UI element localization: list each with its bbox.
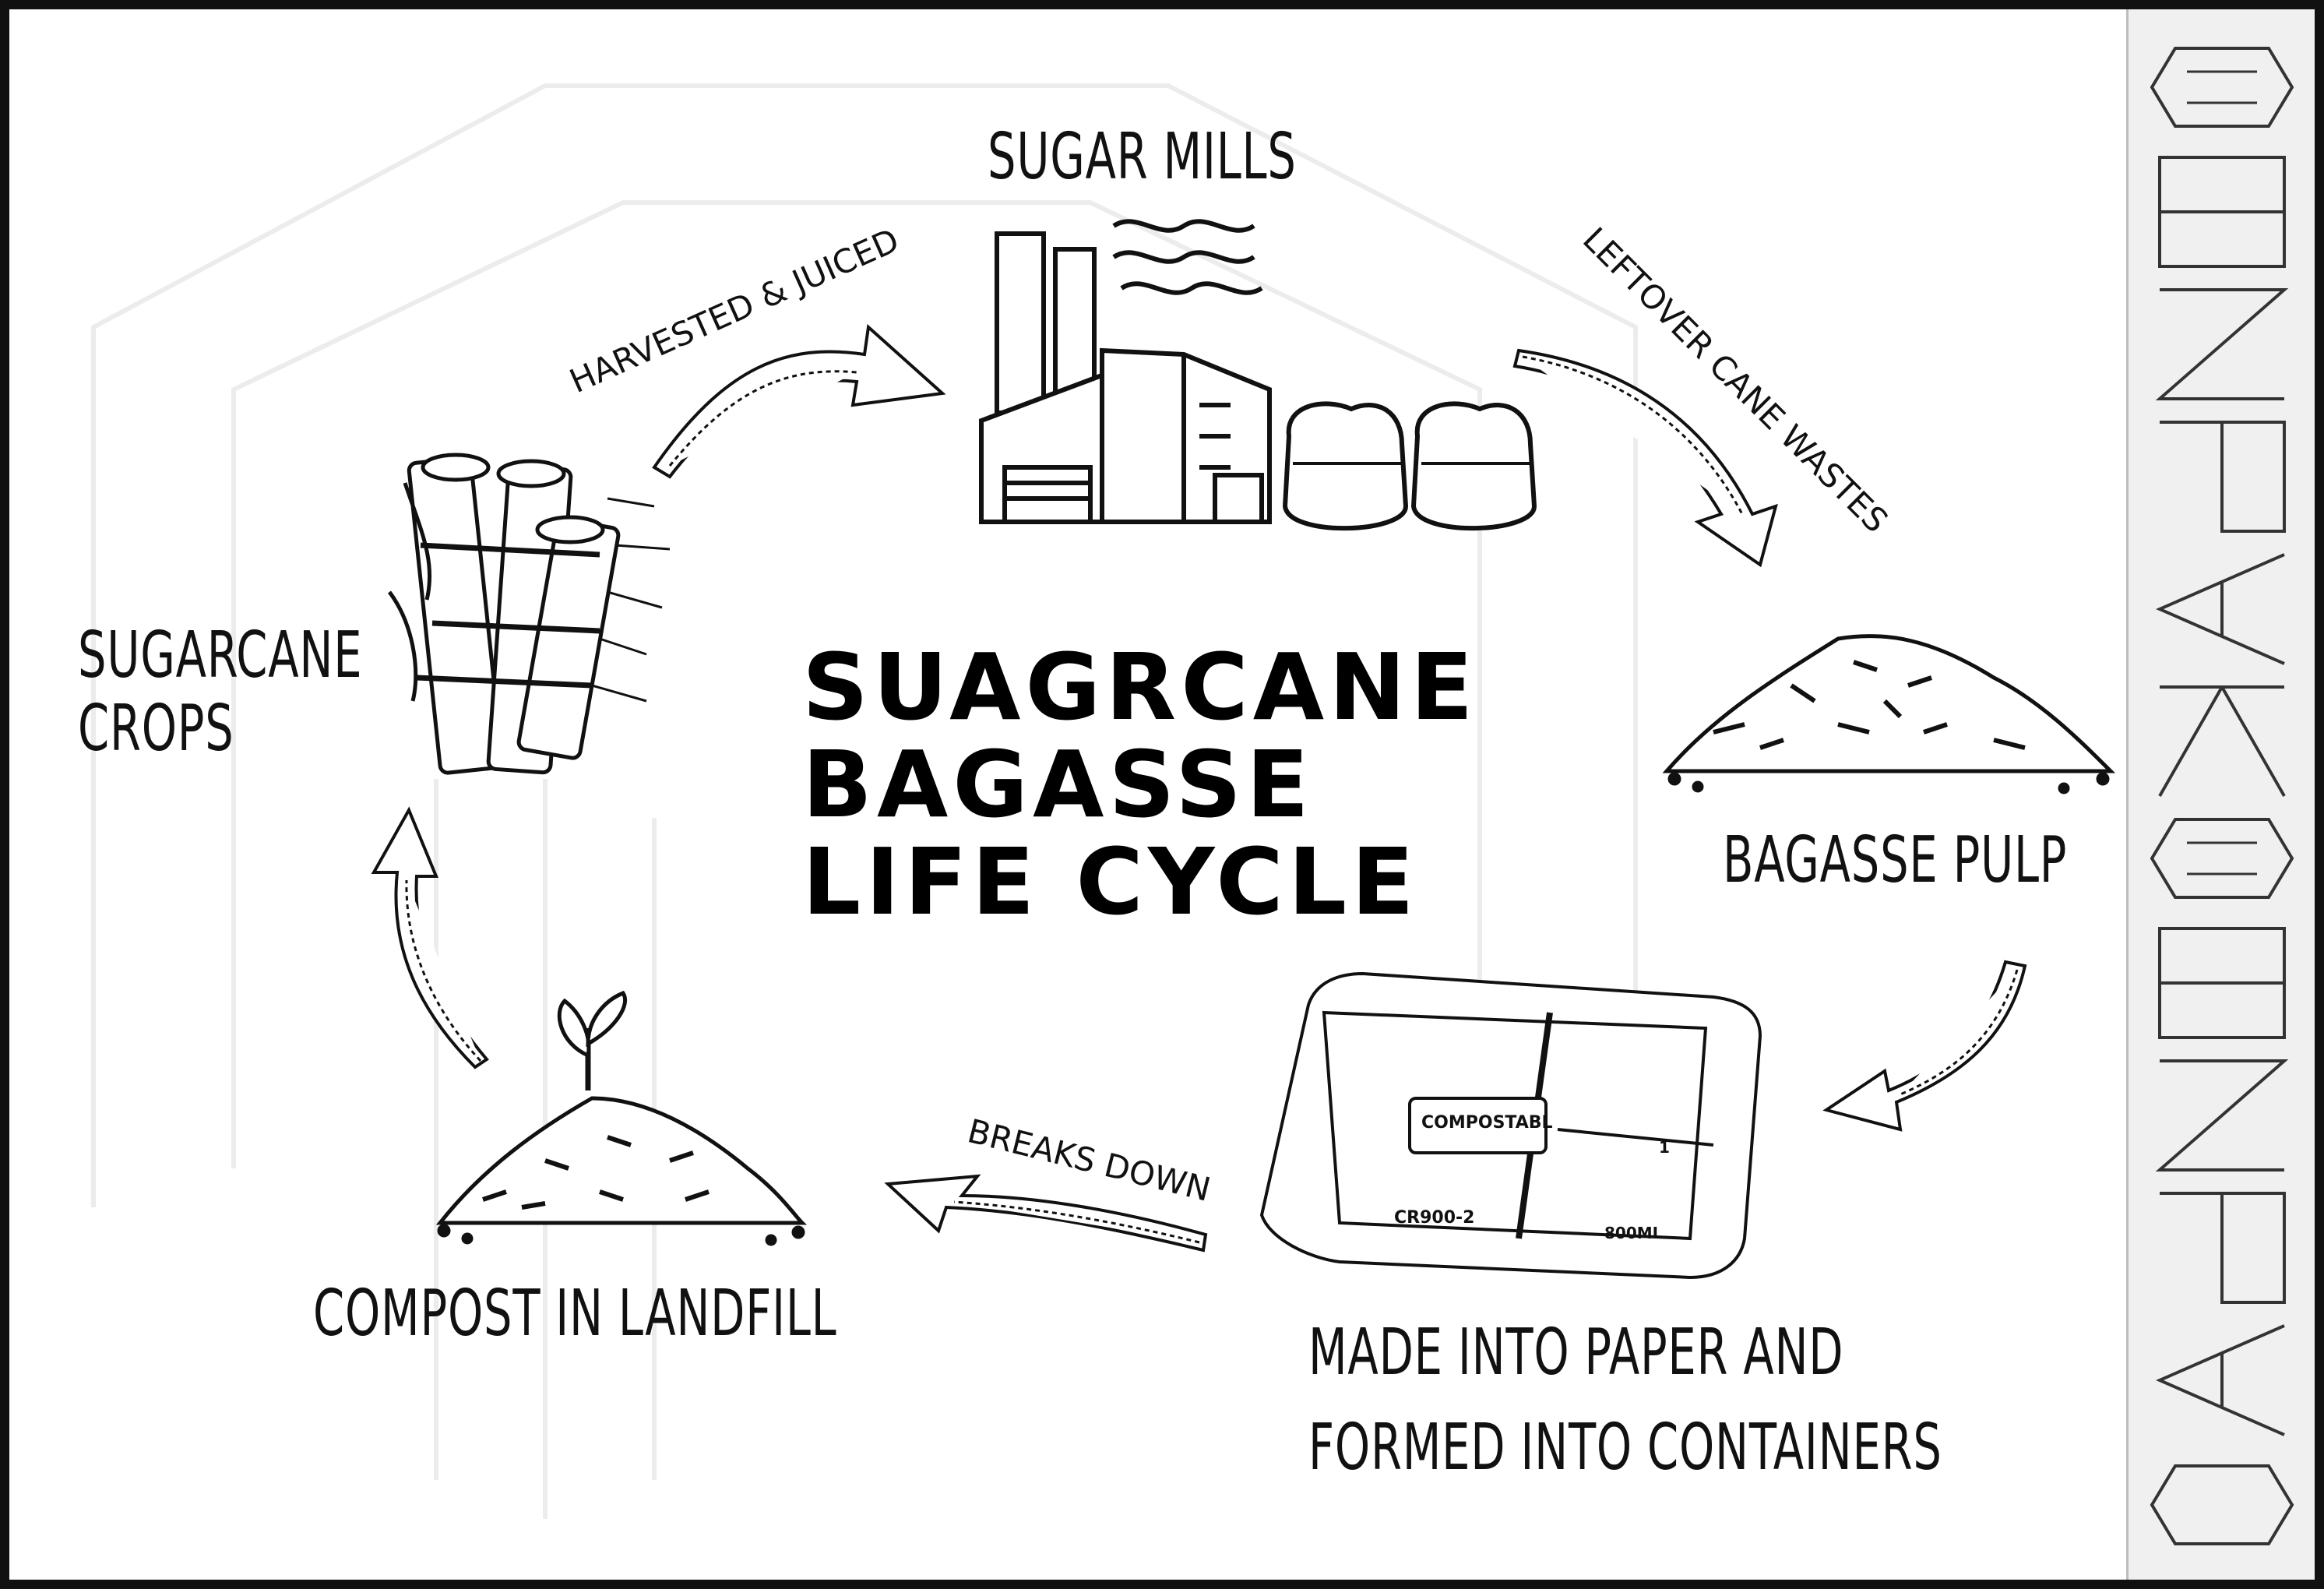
stage-label-line: SUGARCANE	[78, 618, 363, 692]
stage-label-line: MADE INTO PAPER AND	[1308, 1316, 1844, 1390]
container-print-compostable: COMPOSTABL	[1421, 1113, 1553, 1133]
stage-label-compost: COMPOST IN LANDFILL	[313, 1277, 837, 1351]
factory-icon	[979, 219, 1537, 531]
sugarcane-icon	[387, 453, 671, 775]
brand-wordmark	[2155, 927, 2289, 1436]
title-line: BAGASSE	[802, 731, 1314, 839]
container-icon: COMPOSTABL CR900-2 800ML 1	[1259, 971, 1762, 1280]
arrow-leftover	[1512, 348, 1778, 568]
arrow-harvested	[652, 324, 946, 479]
stage-label-containers: MADE INTO PAPER AND FORMED INTO CONTAINE…	[1308, 1316, 1942, 1485]
brand-mark-icon	[2150, 818, 2294, 899]
title-line: SUAGRCANE	[802, 633, 1478, 741]
container-print-number: 1	[1659, 1138, 1670, 1157]
pulp-pile-icon	[1662, 634, 2116, 794]
container-print-model: CR900-2	[1394, 1208, 1474, 1228]
brand-logo-strip	[2150, 47, 2294, 1545]
brand-wordmark	[2155, 156, 2289, 797]
brand-mark-icon	[2150, 1464, 2294, 1545]
compost-icon	[435, 990, 808, 1246]
stage-label-line: CROPS	[78, 692, 234, 766]
arrow-breaks-down	[884, 1174, 1208, 1253]
brand-mark-icon	[2150, 47, 2294, 128]
title-line: LIFE CYCLE	[802, 828, 1419, 936]
stage-label-line: FORMED INTO CONTAINERS	[1308, 1411, 1942, 1485]
container-print-volume: 800ML	[1604, 1224, 1663, 1242]
stage-label-bagasse-pulp: BAGASSE PULP	[1723, 823, 2068, 897]
stage-label-sugar-mills: SUGAR MILLS	[988, 120, 1297, 194]
arrow-to-crops	[371, 806, 489, 1069]
brand-sidebar	[2126, 9, 2317, 1580]
arrow-to-container	[1822, 960, 2027, 1132]
diagram-title: SUAGRCANE BAGASSE LIFE CYCLE	[802, 633, 1478, 936]
stage-label-sugarcane-crops: SUGARCANE CROPS	[78, 618, 363, 766]
